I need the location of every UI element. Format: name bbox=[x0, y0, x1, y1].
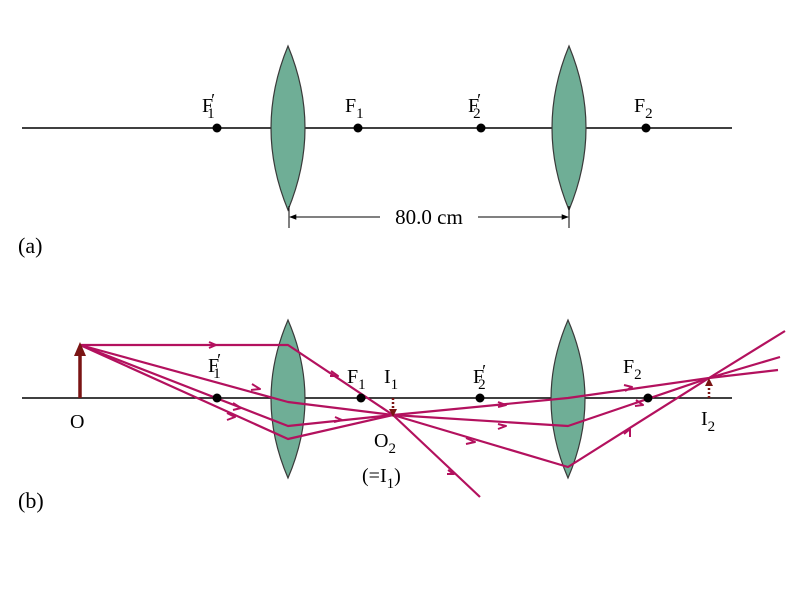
separation-label: 80.0 cm bbox=[395, 205, 463, 229]
label-f2-a: F2 bbox=[634, 95, 653, 122]
part-a: F′1 F1 F′2 F2 80.0 cm (a) bbox=[18, 44, 732, 258]
ray-parallel bbox=[80, 343, 481, 498]
ray-group bbox=[79, 330, 786, 498]
focal-point-f2-prime-b bbox=[475, 393, 485, 403]
focal-point-f1-b bbox=[356, 393, 366, 403]
label-i1: I1 bbox=[384, 366, 398, 393]
label-f1-prime-b: F′1 bbox=[208, 350, 221, 382]
ray-direction-markers bbox=[208, 341, 644, 475]
focal-point-f2-a bbox=[641, 123, 651, 133]
image-2-arrow-head bbox=[705, 378, 713, 386]
lens-1-a bbox=[270, 44, 306, 212]
label-f2-prime-a: F′2 bbox=[468, 90, 481, 122]
part-b: O F′1 F1 I1 F′2 F2 O2 (=I1) I2 (b) bbox=[18, 318, 786, 513]
panel-label-a: (a) bbox=[18, 233, 42, 258]
label-f2-prime-b: F′2 bbox=[473, 361, 486, 393]
focal-point-f2-prime-a bbox=[476, 123, 486, 133]
ray-through-f1-prime bbox=[79, 330, 786, 417]
label-f1-b: F1 bbox=[347, 366, 366, 393]
ray-lower bbox=[79, 343, 779, 469]
object-arrow-head bbox=[74, 342, 86, 356]
focal-point-f2-b bbox=[643, 393, 653, 403]
lens-1-b bbox=[270, 318, 306, 480]
label-o2-note: (=I1) bbox=[362, 465, 401, 492]
lens-2-a bbox=[551, 44, 587, 212]
label-f1-prime-a: F′1 bbox=[202, 90, 215, 122]
panel-label-b: (b) bbox=[18, 488, 44, 513]
label-i2: I2 bbox=[701, 408, 715, 435]
label-f1-a: F1 bbox=[345, 95, 364, 122]
focal-point-f1-prime-b bbox=[212, 393, 222, 403]
image-1-arrow-head bbox=[389, 409, 397, 417]
label-f2-b: F2 bbox=[623, 356, 642, 383]
focal-point-f1-prime-a bbox=[212, 123, 222, 133]
focal-point-f1-a bbox=[353, 123, 363, 133]
ray-middle bbox=[79, 343, 781, 428]
label-object: O bbox=[70, 411, 84, 433]
label-o2: O2 bbox=[374, 430, 396, 457]
